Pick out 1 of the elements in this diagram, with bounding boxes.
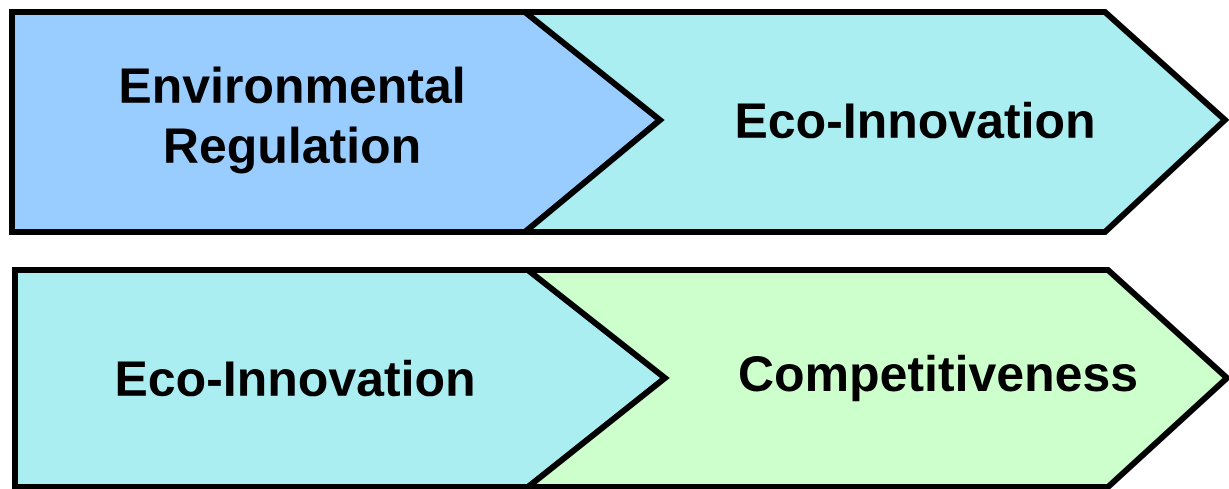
chevron-box: Eco-Innovation — [516, 9, 1229, 235]
